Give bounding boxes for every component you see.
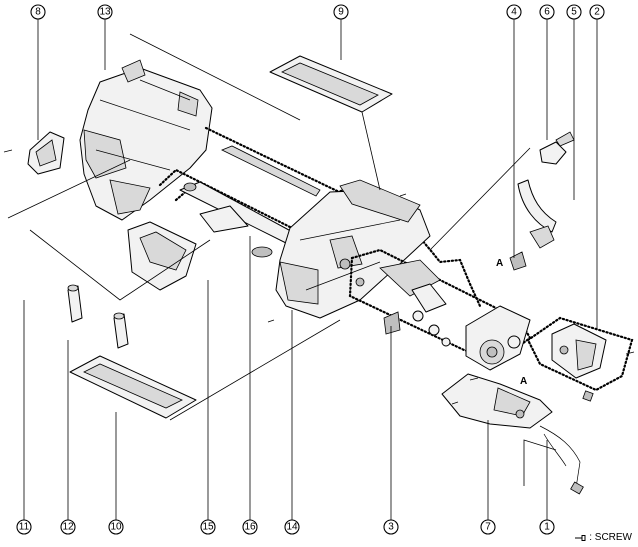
- callout-7: 7: [480, 519, 496, 535]
- callout-2: 2: [589, 4, 605, 20]
- lower-actuator-housing: [441, 373, 553, 429]
- svg-text:1: 1: [544, 522, 550, 533]
- callout-16: 16: [242, 519, 258, 535]
- svg-text:13: 13: [99, 7, 111, 18]
- svg-text:16: 16: [244, 522, 256, 533]
- callout-4: 4: [506, 4, 522, 20]
- callout-8: 8: [30, 4, 46, 20]
- callout-9: 9: [333, 4, 349, 20]
- shaft-assembly: [179, 145, 321, 258]
- lever-assembly: [509, 131, 575, 271]
- callout-12: 12: [60, 519, 76, 535]
- callout-3: 3: [383, 519, 399, 535]
- screws: [3, 149, 635, 405]
- callout-1: 1: [539, 519, 555, 535]
- frame-seal: [269, 55, 393, 113]
- cylinders: [67, 284, 129, 349]
- svg-text:4: 4: [511, 7, 517, 18]
- leader-lines: [7, 19, 598, 520]
- screw-icon: [575, 534, 586, 541]
- callout-10: 10: [108, 519, 124, 535]
- marker-a-lower: A: [520, 376, 527, 387]
- dotted-boundary-right: [526, 316, 634, 392]
- svg-text:2: 2: [594, 7, 600, 18]
- svg-text:5: 5: [571, 7, 577, 18]
- callout-5: 5: [566, 4, 582, 20]
- svg-text:12: 12: [62, 522, 74, 533]
- callout-13: 13: [97, 4, 113, 20]
- svg-text:7: 7: [485, 522, 491, 533]
- dotted-boundary-lower-left: [158, 168, 322, 262]
- svg-text:14: 14: [286, 522, 298, 533]
- wire-harness: [539, 425, 581, 489]
- filter-cover: [69, 355, 197, 419]
- actuator-linkage: [379, 259, 451, 347]
- svg-text:10: 10: [110, 522, 122, 533]
- svg-text:11: 11: [19, 522, 30, 533]
- cover-plate: [127, 221, 197, 291]
- callout-15: 15: [200, 519, 216, 535]
- svg-text:6: 6: [544, 7, 550, 18]
- screw-legend-label: : SCREW: [589, 532, 632, 543]
- right-actuator: [551, 323, 607, 379]
- callout-11: 11: [16, 519, 32, 535]
- svg-text:15: 15: [202, 522, 214, 533]
- left-housing: [79, 59, 213, 221]
- screw-legend: : SCREW: [574, 532, 632, 543]
- callout-6: 6: [539, 4, 555, 20]
- svg-text:9: 9: [338, 7, 344, 18]
- svg-text:3: 3: [388, 522, 394, 533]
- center-housing: [275, 179, 431, 319]
- small-bracket: [27, 131, 65, 175]
- marker-a-upper: A: [496, 258, 503, 269]
- callout-14: 14: [284, 519, 300, 535]
- svg-text:8: 8: [35, 7, 41, 18]
- actuator-motor: [465, 305, 531, 371]
